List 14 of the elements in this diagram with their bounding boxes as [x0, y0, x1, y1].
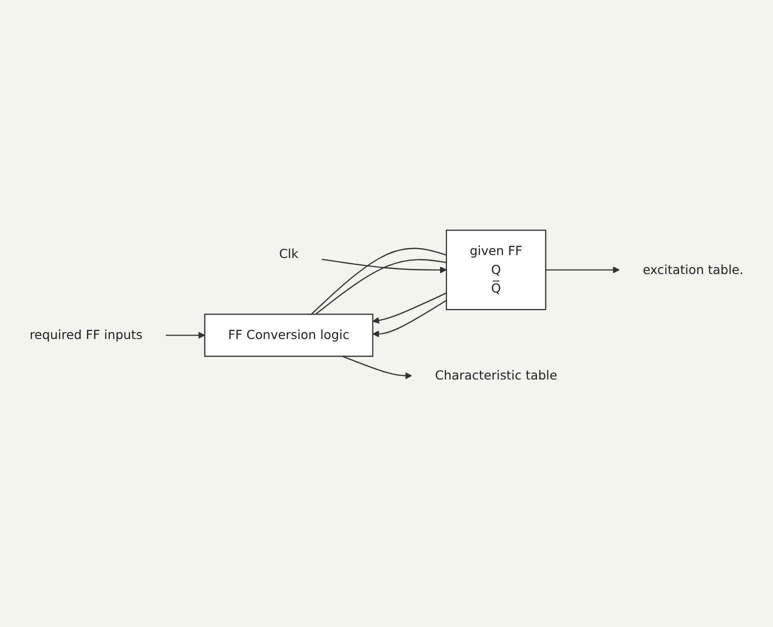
connector: [315, 259, 447, 315]
node-box: given FF Q Q̅: [446, 230, 546, 310]
node-text: Clk: [279, 246, 298, 262]
arrow: [342, 356, 412, 380]
arrow: [372, 300, 447, 338]
node-text: Characteristic table: [435, 368, 558, 383]
arrow: [372, 292, 447, 324]
connector: [310, 248, 447, 315]
arrow: [546, 266, 620, 274]
arrow: [322, 258, 447, 274]
node-text: required FF inputs: [30, 328, 143, 342]
node-text: excitation table.: [642, 262, 744, 277]
arrow: [166, 332, 206, 339]
node-box: FF Conversion logic: [204, 314, 374, 357]
